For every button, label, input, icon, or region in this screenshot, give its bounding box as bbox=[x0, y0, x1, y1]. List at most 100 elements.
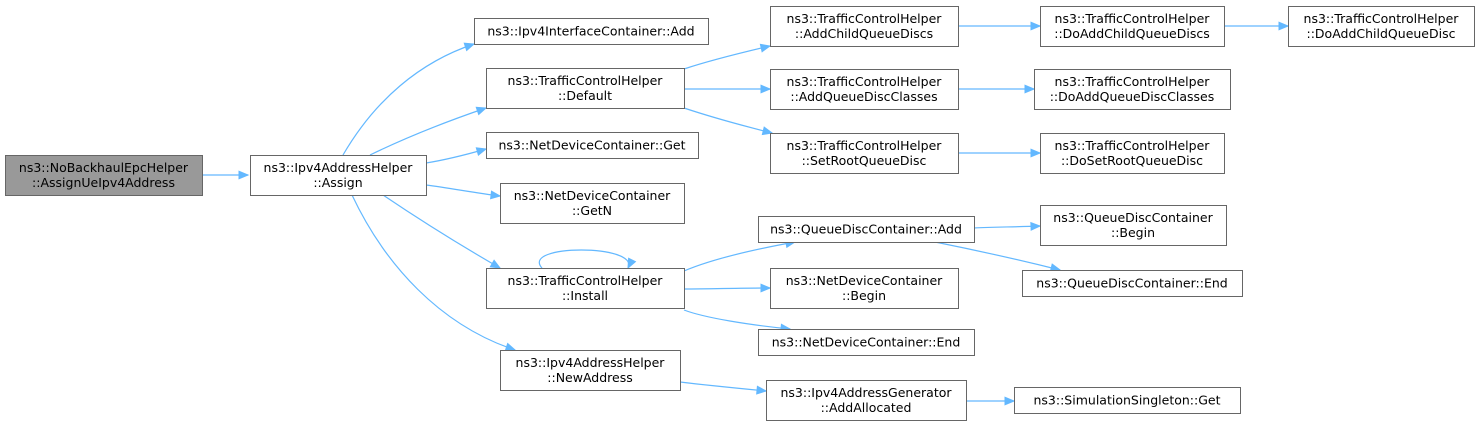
arrowhead-n8-n15 bbox=[1030, 21, 1042, 31]
edge-n1-n6 bbox=[382, 194, 501, 269]
node-label-line: ::DoSetRootQueueDisc bbox=[1061, 153, 1203, 168]
edge-n1-n7 bbox=[351, 194, 516, 351]
arrowhead-n1-n5 bbox=[490, 190, 502, 200]
graph-node-n2[interactable]: ns3::Ipv4InterfaceContainer::Add bbox=[474, 18, 709, 45]
arrowhead-n11-n18 bbox=[1030, 221, 1042, 231]
edge-n6-n6 bbox=[538, 249, 630, 269]
node-label-line: ns3::TrafficControlHelper bbox=[1055, 74, 1211, 89]
arrowhead-n9-n16 bbox=[1024, 84, 1036, 94]
node-label-line: ns3::QueueDiscContainer::End bbox=[1036, 276, 1227, 291]
node-box bbox=[1034, 69, 1231, 110]
node-label-line: ns3::TrafficControlHelper bbox=[1055, 11, 1211, 26]
arrowhead-n1-n2 bbox=[463, 42, 476, 52]
node-label-line: ::Begin bbox=[1111, 225, 1155, 240]
node-box bbox=[5, 155, 203, 196]
node-label-line: ::DoAddQueueDiscClasses bbox=[1050, 89, 1215, 104]
edge-n6-n12 bbox=[683, 287, 771, 290]
edge-n6-n13 bbox=[683, 309, 791, 330]
arrowhead-n1-n3 bbox=[475, 106, 488, 116]
node-label-line: ns3::Ipv4AddressHelper bbox=[264, 160, 414, 175]
edge-n3-n8 bbox=[683, 45, 771, 70]
node-box bbox=[500, 183, 685, 224]
edge-n3-n10 bbox=[683, 107, 773, 134]
graph-node-n6[interactable]: ns3::TrafficControlHelper::Install bbox=[486, 268, 685, 309]
graph-node-n7[interactable]: ns3::Ipv4AddressHelper::NewAddress bbox=[500, 350, 681, 391]
node-label-line: ns3::TrafficControlHelper bbox=[787, 74, 943, 89]
arrowhead-n3-n8 bbox=[759, 43, 772, 53]
node-label-line: ::GetN bbox=[572, 203, 612, 218]
node-label-line: ns3::NetDeviceContainer bbox=[786, 273, 943, 288]
arrowhead-n6-n12 bbox=[760, 283, 772, 293]
graph-node-n4[interactable]: ns3::NetDeviceContainer::Get bbox=[486, 132, 699, 159]
node-label-line: ns3::TrafficControlHelper bbox=[787, 11, 943, 26]
arrowhead-n1-n7 bbox=[504, 342, 517, 352]
node-box bbox=[766, 380, 967, 421]
edges-layer bbox=[202, 21, 1290, 406]
graph-node-n21[interactable]: ns3::TrafficControlHelper::DoAddChildQue… bbox=[1288, 6, 1475, 47]
graph-node-n12[interactable]: ns3::NetDeviceContainer::Begin bbox=[770, 268, 959, 309]
node-label-line: ::AddAllocated bbox=[821, 400, 912, 415]
node-label-line: ::SetRootQueueDisc bbox=[802, 153, 927, 168]
node-box bbox=[1040, 6, 1225, 47]
node-box bbox=[486, 132, 699, 159]
arrowhead-n6-n6 bbox=[627, 257, 637, 270]
node-box bbox=[770, 268, 959, 309]
node-label-line: ::AddQueueDiscClasses bbox=[790, 89, 937, 104]
graph-node-n9[interactable]: ns3::TrafficControlHelper::AddQueueDiscC… bbox=[770, 69, 959, 110]
edge-n6-n11 bbox=[683, 241, 796, 272]
graph-node-n18[interactable]: ns3::QueueDiscContainer::Begin bbox=[1040, 205, 1227, 246]
graph-node-n10[interactable]: ns3::TrafficControlHelper::SetRootQueueD… bbox=[770, 133, 959, 174]
arrowhead-n3-n10 bbox=[761, 126, 774, 136]
node-label-line: ::Install bbox=[562, 288, 608, 303]
graph-node-n16[interactable]: ns3::TrafficControlHelper::DoAddQueueDis… bbox=[1034, 69, 1231, 110]
edge-n1-n5 bbox=[425, 184, 501, 197]
node-box bbox=[1040, 205, 1227, 246]
graph-node-n1[interactable]: ns3::Ipv4AddressHelper::Assign bbox=[250, 155, 427, 196]
node-label-line: ns3::QueueDiscContainer bbox=[1053, 210, 1213, 225]
node-box bbox=[250, 155, 427, 196]
node-label-line: ::Begin bbox=[842, 288, 886, 303]
node-box bbox=[1014, 387, 1241, 414]
nodes-layer: ns3::NoBackhaulEpcHelper::AssignUeIpv4Ad… bbox=[5, 6, 1475, 421]
node-label-line: ::Default bbox=[558, 88, 612, 103]
graph-node-n13[interactable]: ns3::NetDeviceContainer::End bbox=[758, 329, 975, 356]
node-label-line: ns3::SimulationSingleton::Get bbox=[1034, 393, 1221, 408]
node-label-line: ns3::TrafficControlHelper bbox=[1304, 11, 1460, 26]
node-label-line: ns3::Ipv4AddressGenerator bbox=[780, 385, 952, 400]
node-box bbox=[1022, 270, 1243, 297]
node-label-line: ns3::TrafficControlHelper bbox=[787, 138, 943, 153]
graph-node-n15[interactable]: ns3::TrafficControlHelper::DoAddChildQue… bbox=[1040, 6, 1225, 47]
graph-node-n8[interactable]: ns3::TrafficControlHelper::AddChildQueue… bbox=[770, 6, 959, 47]
node-label-line: ns3::Ipv4AddressHelper bbox=[516, 355, 666, 370]
graph-node-n11[interactable]: ns3::QueueDiscContainer::Add bbox=[758, 216, 975, 243]
node-label-line: ::DoAddChildQueueDiscs bbox=[1054, 26, 1210, 41]
graph-node-n3[interactable]: ns3::TrafficControlHelper::Default bbox=[486, 68, 685, 109]
node-box bbox=[500, 350, 681, 391]
arrowhead-n0-n1 bbox=[238, 170, 250, 180]
node-label-line: ::AssignUeIpv4Address bbox=[32, 175, 175, 190]
node-label-line: ::NewAddress bbox=[547, 370, 632, 385]
arrowhead-n10-n17 bbox=[1030, 148, 1042, 158]
graph-node-n0: ns3::NoBackhaulEpcHelper::AssignUeIpv4Ad… bbox=[5, 155, 203, 196]
node-box bbox=[770, 6, 959, 47]
node-label-line: ::AddChildQueueDiscs bbox=[795, 26, 933, 41]
node-box bbox=[486, 268, 685, 309]
node-box bbox=[770, 69, 959, 110]
arrowhead-n3-n9 bbox=[760, 84, 772, 94]
node-label-line: ::DoAddChildQueueDisc bbox=[1307, 26, 1456, 41]
graph-node-n19[interactable]: ns3::QueueDiscContainer::End bbox=[1022, 270, 1243, 297]
node-label-line: ns3::NetDeviceContainer::Get bbox=[498, 138, 685, 153]
node-box bbox=[1040, 133, 1225, 174]
node-box bbox=[758, 329, 975, 356]
graph-node-n5[interactable]: ns3::NetDeviceContainer::GetN bbox=[500, 183, 685, 224]
node-box bbox=[770, 133, 959, 174]
node-label-line: ns3::NoBackhaulEpcHelper bbox=[19, 160, 189, 175]
node-label-line: ns3::QueueDiscContainer::Add bbox=[770, 222, 962, 237]
node-label-line: ns3::NetDeviceContainer bbox=[514, 188, 671, 203]
graph-node-n14[interactable]: ns3::Ipv4AddressGenerator::AddAllocated bbox=[766, 380, 967, 421]
node-label-line: ns3::TrafficControlHelper bbox=[508, 273, 664, 288]
graph-node-n17[interactable]: ns3::TrafficControlHelper::DoSetRootQueu… bbox=[1040, 133, 1225, 174]
graph-node-n20[interactable]: ns3::SimulationSingleton::Get bbox=[1014, 387, 1241, 414]
node-box bbox=[474, 18, 709, 45]
node-label-line: ns3::TrafficControlHelper bbox=[1055, 138, 1211, 153]
